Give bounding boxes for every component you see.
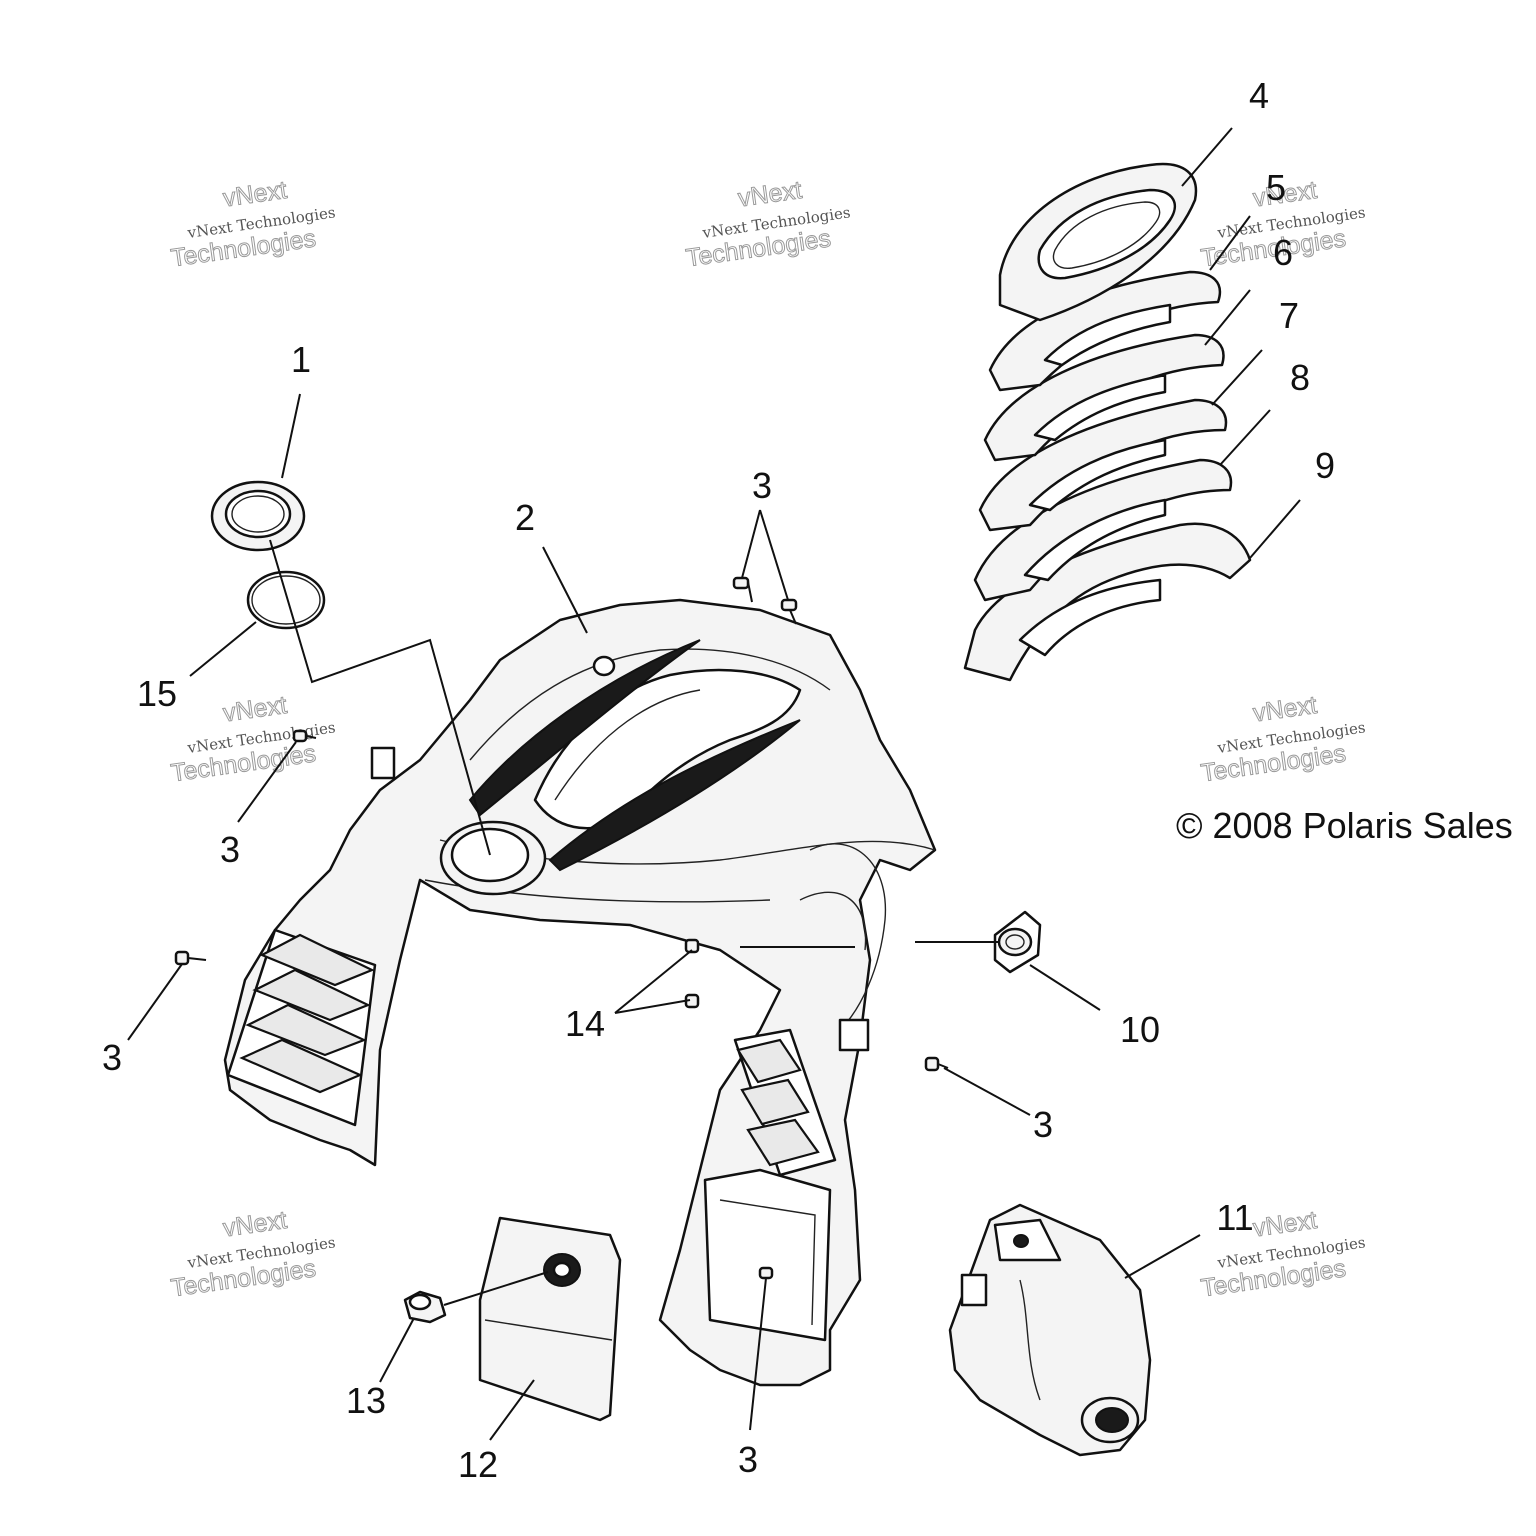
part-8-gauge-layer — [973, 458, 1233, 602]
callout-3-upper-left: 3 — [220, 829, 240, 870]
callout-14: 14 — [565, 1003, 605, 1044]
part-3-screw-a — [732, 576, 753, 603]
watermark-line1: vNext — [1251, 1206, 1318, 1243]
watermark-line1: vNext — [221, 176, 288, 213]
part-6-gauge-layer — [983, 333, 1225, 462]
part-3-screw-e — [924, 1056, 949, 1072]
part-3-screw-b — [780, 598, 798, 625]
part-13-knob — [403, 1290, 447, 1324]
callout-2: 2 — [515, 497, 535, 538]
part-15-o-ring — [246, 570, 326, 630]
callout-3-right: 3 — [1033, 1104, 1053, 1145]
callout-6: 6 — [1273, 232, 1293, 273]
callout-1: 1 — [291, 339, 311, 380]
callout-15: 15 — [137, 673, 177, 714]
watermark-bottom-left: vNext vNext Technologies Technologies — [169, 1205, 337, 1302]
part-10-bracket — [993, 910, 1042, 974]
watermark-top-center: vNext vNext Technologies Technologies — [684, 175, 852, 272]
part-12-access-cover — [478, 1216, 622, 1422]
part-2-hood — [223, 598, 937, 1387]
callout-8: 8 — [1290, 357, 1310, 398]
watermark-line1: vNext — [1251, 691, 1318, 728]
leader-lines — [127, 127, 1301, 1441]
part-3-screw-c — [292, 729, 317, 743]
callout-10: 10 — [1120, 1009, 1160, 1050]
part-3-screw-d — [174, 950, 207, 966]
part-3-screw-f — [758, 1266, 774, 1280]
watermark-middle-right: vNext vNext Technologies Technologies — [1199, 690, 1367, 787]
copyright-notice: © 2008 Polaris Sales — [1176, 805, 1513, 846]
watermark-line1: vNext — [736, 176, 803, 213]
callout-7: 7 — [1279, 295, 1299, 336]
callout-9: 9 — [1315, 445, 1335, 486]
part-4-gauge-cover — [998, 162, 1198, 322]
callout-11: 11 — [1216, 1197, 1253, 1238]
callout-4: 4 — [1249, 75, 1269, 116]
callout-12: 12 — [458, 1444, 498, 1485]
watermark-line1: vNext — [221, 1206, 288, 1243]
watermark-top-left: vNext vNext Technologies Technologies — [169, 175, 337, 272]
watermark-line1: vNext — [221, 691, 288, 728]
callout-3-top: 3 — [752, 465, 772, 506]
part-7-gauge-layer — [978, 398, 1228, 532]
callout-5: 5 — [1266, 167, 1286, 208]
callout-13: 13 — [346, 1380, 386, 1421]
callout-3-lower-left: 3 — [102, 1037, 122, 1078]
watermark-middle-left: vNext vNext Technologies Technologies — [169, 690, 337, 787]
part-11-storage-box — [948, 1203, 1152, 1457]
callout-labels: 1 2 3 3 3 3 3 4 5 6 7 8 9 10 11 12 13 14… — [102, 75, 1335, 1485]
part-14-pin-a — [684, 938, 700, 954]
callout-3-bottom: 3 — [738, 1439, 758, 1480]
part-1-bezel-ring — [210, 480, 306, 552]
